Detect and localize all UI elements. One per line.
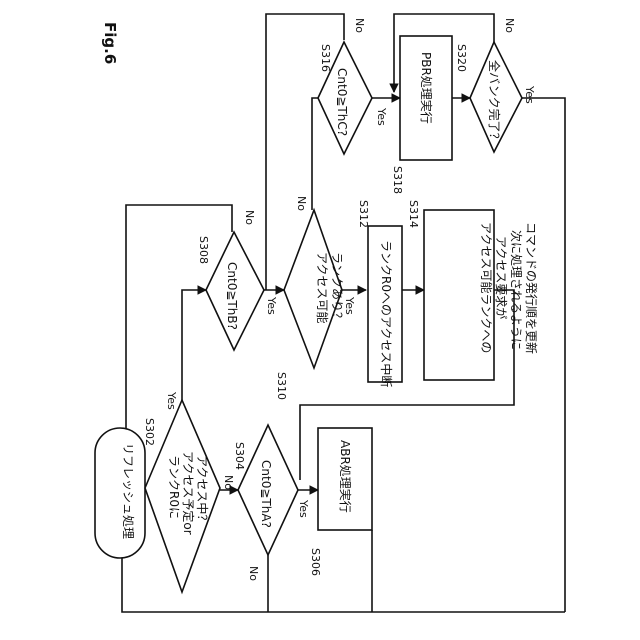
s316-yes-label: Yes xyxy=(375,107,388,126)
step-s314-process: アクセス可能ランクへの アクセス要求が 次に処理されるように コマンドの発行順を… xyxy=(407,200,539,380)
s310-no-label: No xyxy=(295,196,308,211)
step-s318-process: PBR処理実行 S318 xyxy=(391,36,452,194)
s308-yes-label: Yes xyxy=(265,296,278,315)
s304-no-label: No xyxy=(247,566,260,581)
s304-yes-label: Yes xyxy=(297,499,310,518)
s312-text: ランクR0へのアクセス中断 xyxy=(379,240,394,387)
s316-text: Cnt0≧ThC? xyxy=(335,68,349,136)
s320-text: 全バンク完了？ xyxy=(487,60,502,145)
start-terminator: リフレッシュ処理 xyxy=(95,428,145,558)
s304-text: Cnt0≧ThA? xyxy=(259,460,273,528)
s302-yes-label: Yes xyxy=(165,391,178,410)
s320-yes-label: Yes xyxy=(523,85,536,104)
s302-id: S302 xyxy=(143,418,156,446)
step-s320-decision: 全バンク完了？ S320 No Yes xyxy=(455,18,536,152)
s308-id: S308 xyxy=(197,236,210,264)
start-label: リフレッシュ処理 xyxy=(121,443,135,539)
s306-id: S306 xyxy=(309,548,322,576)
s308-text: Cnt0≧ThB? xyxy=(225,262,239,330)
s316-id: S316 xyxy=(319,44,332,72)
s302-no-label: No xyxy=(222,475,235,490)
step-s312-process: ランクR0へのアクセス中断 S312 xyxy=(357,200,402,387)
s316-no-label: No xyxy=(353,18,366,33)
step-s310-decision: アクセス可能 ランクあり？ S310 No Yes xyxy=(275,196,356,400)
s310-id: S310 xyxy=(275,372,288,400)
s318-id: S318 xyxy=(391,166,404,194)
s318-text: PBR処理実行 xyxy=(419,52,434,124)
s320-no-label: No xyxy=(503,18,516,33)
s320-id: S320 xyxy=(455,44,468,72)
step-s302-decision: ランクR0に アクセス予定or アクセス中？ S302 Yes No xyxy=(143,391,235,592)
s310-text: アクセス可能 ランクあり？ xyxy=(315,252,344,327)
s308-no-label: No xyxy=(243,210,256,225)
step-s316-decision: Cnt0≧ThC? S316 No Yes xyxy=(318,18,388,154)
figure-label: Fig.6 xyxy=(101,22,119,64)
s310-yes-label: Yes xyxy=(343,296,356,315)
s306-text: ABR処理実行 xyxy=(338,440,353,513)
s312-id: S312 xyxy=(357,200,370,228)
step-s306-process: ABR処理実行 S306 xyxy=(309,428,372,576)
s314-id: S314 xyxy=(407,200,420,228)
step-s304-decision: Cnt0≧ThA? S304 No Yes xyxy=(233,425,310,581)
s304-id: S304 xyxy=(233,442,246,470)
